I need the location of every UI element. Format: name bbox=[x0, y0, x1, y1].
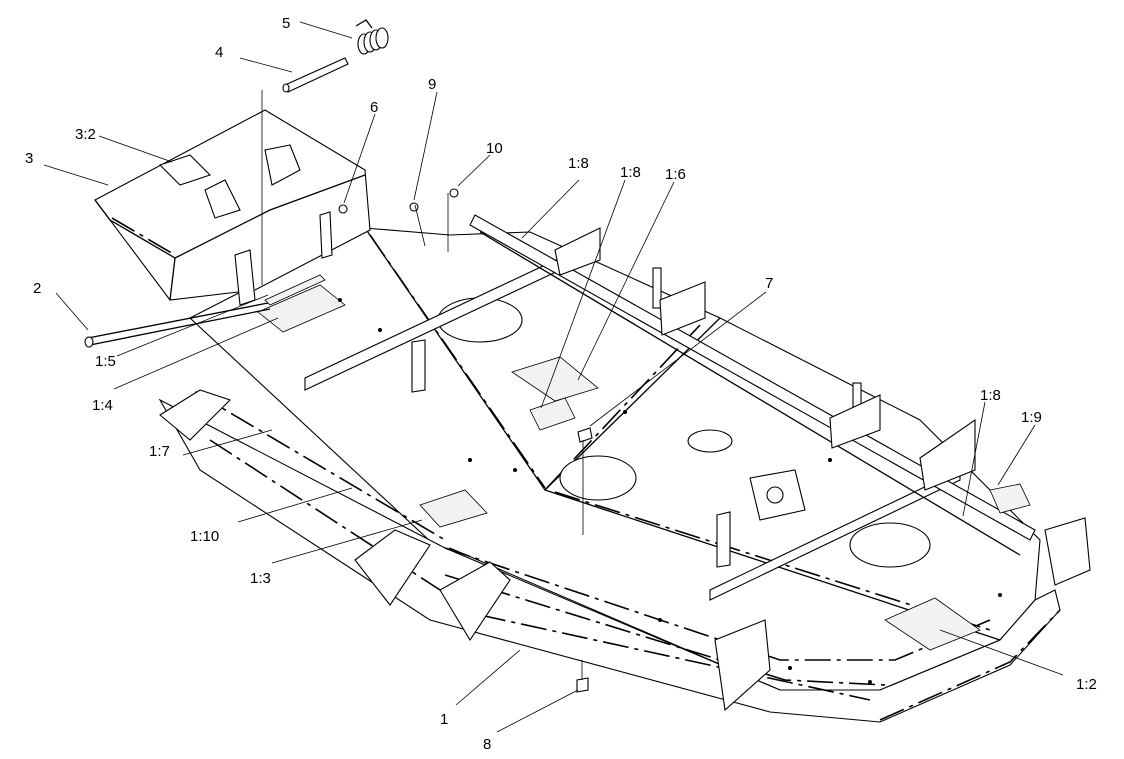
callout-labels: 5 4 3:2 3 2 6 9 10 1:8 1:8 1:6 7 1:8 1:9… bbox=[25, 15, 1097, 753]
rod-part bbox=[84, 302, 271, 348]
label-5: 5 bbox=[282, 15, 290, 32]
label-1: 1 bbox=[440, 711, 448, 728]
label-3-2: 3:2 bbox=[75, 126, 96, 143]
leader-lines bbox=[43, 21, 1064, 733]
label-1-8a: 1:8 bbox=[568, 155, 589, 172]
label-1-7: 1:7 bbox=[149, 443, 170, 460]
label-1-10: 1:10 bbox=[190, 528, 219, 545]
label-1-2: 1:2 bbox=[1076, 676, 1097, 693]
chute-decal-shape bbox=[158, 154, 212, 186]
label-3: 3 bbox=[25, 150, 33, 167]
spring-coils bbox=[355, 19, 389, 55]
label-1-4: 1:4 bbox=[92, 397, 113, 414]
pin-and-spring bbox=[261, 19, 389, 285]
label-1-8b: 1:8 bbox=[620, 164, 641, 181]
decal-1-6-shape bbox=[511, 356, 599, 402]
label-7: 7 bbox=[765, 275, 773, 292]
label-4: 4 bbox=[215, 44, 223, 61]
label-10: 10 bbox=[486, 140, 503, 157]
decal-1-9-shape bbox=[989, 483, 1031, 514]
decal-1-3-shape bbox=[419, 489, 488, 528]
discharge-chute bbox=[94, 109, 371, 306]
label-1-9: 1:9 bbox=[1021, 409, 1042, 426]
label-1-6: 1:6 bbox=[665, 166, 686, 183]
label-1-8c: 1:8 bbox=[980, 387, 1001, 404]
decal-1-2-shape bbox=[884, 597, 981, 651]
label-9: 9 bbox=[428, 76, 436, 93]
decal-1-4-shape bbox=[257, 284, 346, 333]
deck-top-plate bbox=[158, 214, 1091, 723]
label-2: 2 bbox=[33, 280, 41, 297]
hardware bbox=[338, 188, 593, 693]
label-1-5: 1:5 bbox=[95, 353, 116, 370]
label-1-3: 1:3 bbox=[250, 570, 271, 587]
label-6: 6 bbox=[370, 99, 378, 116]
label-8: 8 bbox=[483, 736, 491, 753]
